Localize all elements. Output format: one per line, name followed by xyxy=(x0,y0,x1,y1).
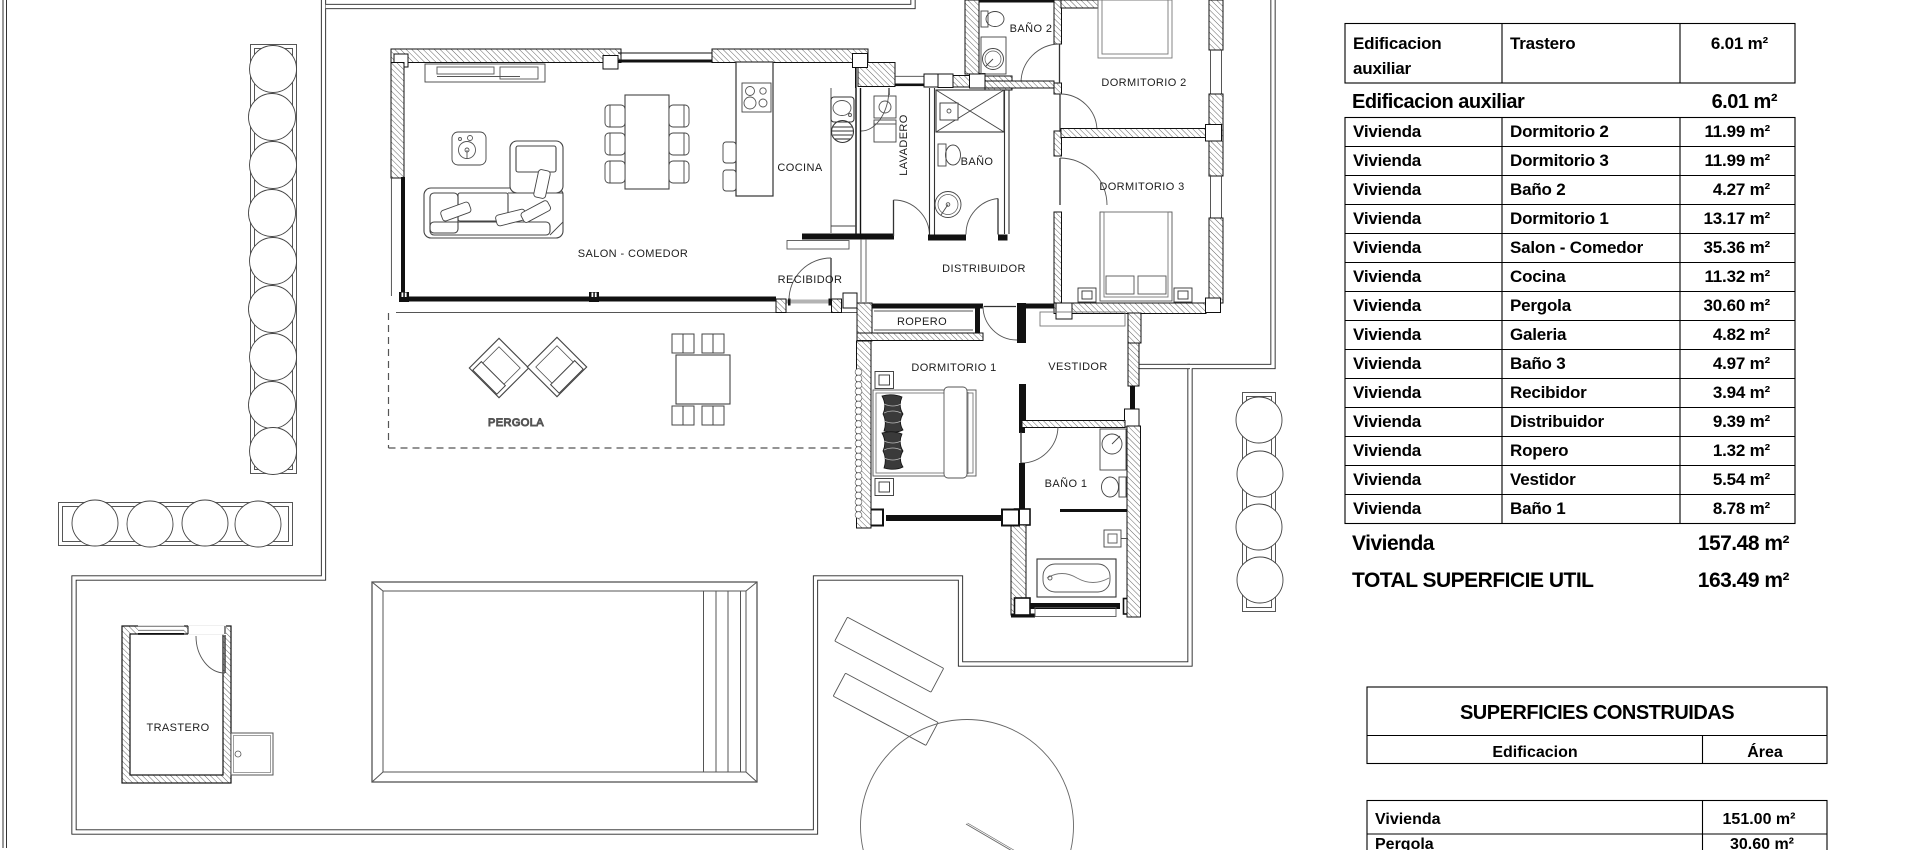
svg-text:6.01 m²: 6.01 m² xyxy=(1711,34,1769,53)
svg-text:30.60 m²: 30.60 m² xyxy=(1704,296,1771,315)
svg-text:4.97 m²: 4.97 m² xyxy=(1713,354,1771,373)
svg-text:Vivienda: Vivienda xyxy=(1353,470,1422,489)
svg-text:Vivienda: Vivienda xyxy=(1353,325,1422,344)
svg-text:TRASTERO: TRASTERO xyxy=(146,722,209,734)
svg-text:Cocina: Cocina xyxy=(1510,267,1566,286)
svg-text:Vestidor: Vestidor xyxy=(1510,470,1576,489)
svg-text:35.36 m²: 35.36 m² xyxy=(1704,238,1771,257)
svg-text:COCINA: COCINA xyxy=(777,162,822,174)
svg-text:157.48 m²: 157.48 m² xyxy=(1698,532,1790,555)
svg-text:Vivienda: Vivienda xyxy=(1352,532,1435,555)
svg-text:Ropero: Ropero xyxy=(1510,441,1568,460)
svg-text:Vivienda: Vivienda xyxy=(1353,238,1422,257)
svg-text:Pergola: Pergola xyxy=(1510,296,1572,315)
svg-text:11.99 m²: 11.99 m² xyxy=(1704,122,1770,141)
svg-text:Vivienda: Vivienda xyxy=(1353,499,1422,518)
svg-text:8.78 m²: 8.78 m² xyxy=(1713,499,1771,518)
svg-text:Dormitorio 1: Dormitorio 1 xyxy=(1510,209,1609,228)
svg-text:Vivienda: Vivienda xyxy=(1353,267,1422,286)
svg-text:13.17 m²: 13.17 m² xyxy=(1704,209,1771,228)
svg-text:Vivienda: Vivienda xyxy=(1353,151,1422,170)
svg-text:Edificacion: Edificacion xyxy=(1353,34,1442,53)
svg-text:Vivienda: Vivienda xyxy=(1353,441,1422,460)
svg-text:5.54 m²: 5.54 m² xyxy=(1713,470,1771,489)
svg-text:Vivienda: Vivienda xyxy=(1353,354,1422,373)
svg-text:DORMITORIO 3: DORMITORIO 3 xyxy=(1099,181,1184,193)
svg-text:30.60 m²: 30.60 m² xyxy=(1730,836,1794,850)
svg-text:Área: Área xyxy=(1747,742,1783,761)
svg-text:Distribuidor: Distribuidor xyxy=(1510,412,1605,431)
svg-text:auxiliar: auxiliar xyxy=(1353,59,1412,78)
svg-text:Pergola: Pergola xyxy=(1375,836,1434,850)
svg-text:VESTIDOR: VESTIDOR xyxy=(1048,361,1107,373)
svg-text:Trastero: Trastero xyxy=(1510,34,1576,53)
svg-text:Edificacion auxiliar: Edificacion auxiliar xyxy=(1352,91,1525,113)
svg-text:Recibidor: Recibidor xyxy=(1510,383,1587,402)
svg-text:Baño 3: Baño 3 xyxy=(1510,354,1565,373)
svg-text:9.39 m²: 9.39 m² xyxy=(1713,412,1771,431)
svg-text:Baño 2: Baño 2 xyxy=(1510,180,1565,199)
svg-text:163.49 m²: 163.49 m² xyxy=(1698,569,1790,592)
svg-text:Vivienda: Vivienda xyxy=(1353,412,1422,431)
svg-text:ROPERO: ROPERO xyxy=(897,316,947,328)
svg-text:Vivienda: Vivienda xyxy=(1353,296,1422,315)
svg-text:4.82 m²: 4.82 m² xyxy=(1713,325,1771,344)
svg-text:Vivienda: Vivienda xyxy=(1353,383,1422,402)
svg-text:DORMITORIO 1: DORMITORIO 1 xyxy=(911,362,996,374)
svg-text:SALON - COMEDOR: SALON - COMEDOR xyxy=(578,248,689,260)
svg-text:Vivienda: Vivienda xyxy=(1353,122,1422,141)
svg-text:Galeria: Galeria xyxy=(1510,325,1567,344)
svg-text:SUPERFICIES CONSTRUIDAS: SUPERFICIES CONSTRUIDAS xyxy=(1460,702,1734,724)
svg-text:Dormitorio 3: Dormitorio 3 xyxy=(1510,151,1609,170)
svg-text:4.27 m²: 4.27 m² xyxy=(1713,180,1771,199)
svg-text:Vivienda: Vivienda xyxy=(1375,811,1441,828)
svg-text:LAVADERO: LAVADERO xyxy=(898,114,910,176)
svg-text:DORMITORIO 2: DORMITORIO 2 xyxy=(1101,77,1186,89)
svg-text:Dormitorio 2: Dormitorio 2 xyxy=(1510,122,1609,141)
svg-text:1.32 m²: 1.32 m² xyxy=(1713,441,1771,460)
svg-text:Edificacion: Edificacion xyxy=(1492,744,1577,761)
svg-text:TOTAL SUPERFICIE UTIL: TOTAL SUPERFICIE UTIL xyxy=(1352,569,1594,592)
svg-text:Vivienda: Vivienda xyxy=(1353,209,1422,228)
svg-text:151.00 m²: 151.00 m² xyxy=(1723,811,1796,828)
svg-text:BAÑO 1: BAÑO 1 xyxy=(1045,477,1088,490)
svg-text:BAÑO: BAÑO xyxy=(961,155,994,168)
svg-text:DISTRIBUIDOR: DISTRIBUIDOR xyxy=(942,263,1026,275)
svg-text:Vivienda: Vivienda xyxy=(1353,180,1422,199)
svg-text:BAÑO 2: BAÑO 2 xyxy=(1010,22,1053,35)
svg-text:Baño 1: Baño 1 xyxy=(1510,499,1565,518)
svg-text:3.94 m²: 3.94 m² xyxy=(1713,383,1771,402)
svg-text:RECIBIDOR: RECIBIDOR xyxy=(778,274,843,286)
svg-text:6.01 m²: 6.01 m² xyxy=(1712,91,1778,113)
svg-text:Salon - Comedor: Salon - Comedor xyxy=(1510,238,1644,257)
svg-text:11.32 m²: 11.32 m² xyxy=(1704,267,1770,286)
svg-text:11.99 m²: 11.99 m² xyxy=(1704,151,1770,170)
svg-text:PERGOLA: PERGOLA xyxy=(488,417,544,429)
